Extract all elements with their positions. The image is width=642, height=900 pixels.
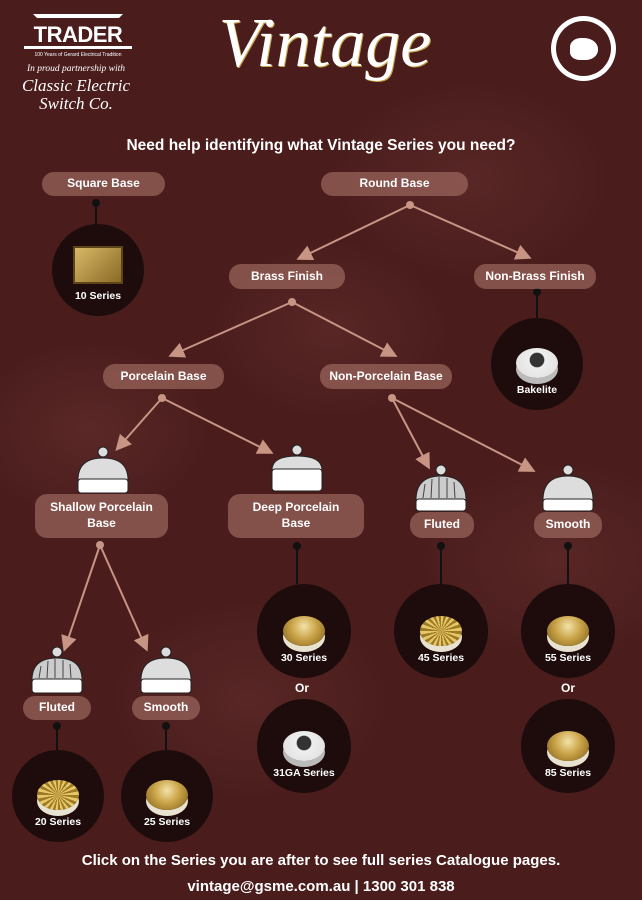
node-smooth-shallow: Smooth (132, 696, 200, 720)
series-25-link[interactable]: 25 Series (121, 750, 213, 842)
node-non-brass-finish: Non-Brass Finish (474, 264, 596, 289)
trader-logo: TRADER 100 Years of Gerard Electrical Tr… (24, 14, 132, 58)
series-55-link[interactable]: 55 Series (521, 584, 615, 678)
footer-contact[interactable]: vintage@gsme.com.au | 1300 301 838 (187, 878, 455, 895)
switch-image (547, 616, 589, 646)
fluted-switch-image (420, 616, 462, 646)
series-bakelite-link[interactable]: Bakelite (491, 318, 583, 410)
deep-dome-icon (271, 444, 323, 492)
series-label: 31GA Series (273, 767, 335, 779)
shallow-dome-icon (77, 446, 129, 494)
smooth-dome-icon (542, 464, 594, 512)
footer-instruction: Click on the Series you are after to see… (81, 852, 561, 869)
partnership-text: In proud partnership with (26, 64, 126, 74)
node-round-base: Round Base (321, 172, 468, 196)
series-20-link[interactable]: 20 Series (12, 750, 104, 842)
node-smooth: Smooth (534, 512, 602, 538)
series-30-link[interactable]: 30 Series (257, 584, 351, 678)
series-label: 45 Series (417, 652, 465, 664)
node-fluted-shallow: Fluted (23, 696, 91, 720)
or-label: Or (295, 681, 310, 695)
node-fluted: Fluted (410, 512, 474, 538)
fluted-dome-icon (31, 646, 83, 694)
or-label: Or (561, 681, 576, 695)
switch-image (547, 731, 589, 761)
node-non-porcelain-base: Non-Porcelain Base (320, 364, 452, 389)
series-label: 85 Series (544, 767, 592, 779)
series-label: 10 Series (74, 290, 122, 302)
series-45-link[interactable]: 45 Series (394, 584, 488, 678)
partner-name: Classic Electric Switch Co. (21, 76, 131, 113)
square-switch-image (73, 246, 123, 284)
node-deep-porcelain-base: Deep Porcelain Base (228, 494, 364, 538)
switch-image (283, 731, 325, 761)
series-10-link[interactable]: 10 Series (52, 224, 144, 316)
bakelite-switch-image (516, 348, 558, 378)
series-label: 20 Series (34, 816, 82, 828)
series-85-link[interactable]: 85 Series (521, 699, 615, 793)
fluted-dome-icon (415, 464, 467, 512)
series-label: Bakelite (516, 384, 558, 396)
node-porcelain-base: Porcelain Base (103, 364, 224, 389)
tagline: 100 Years of Gerard Electrical Tradition (34, 52, 122, 58)
series-label: 25 Series (143, 816, 191, 828)
vintage-title: Vintage (218, 5, 432, 82)
node-square-base: Square Base (42, 172, 165, 196)
australia-map-icon (569, 37, 598, 60)
series-label: 30 Series (280, 652, 328, 664)
distribution-seal (551, 16, 616, 81)
node-shallow-porcelain-base: Shallow Porcelain Base (35, 494, 168, 538)
brand: TRADER (24, 24, 132, 49)
smooth-dome-icon (140, 646, 192, 694)
fluted-switch-image (37, 780, 79, 810)
question-heading: Need help identifying what Vintage Serie… (126, 137, 516, 154)
series-label: 55 Series (544, 652, 592, 664)
switch-image (146, 780, 188, 810)
switch-image (283, 616, 325, 646)
series-31ga-link[interactable]: 31GA Series (257, 699, 351, 793)
node-brass-finish: Brass Finish (229, 264, 345, 289)
